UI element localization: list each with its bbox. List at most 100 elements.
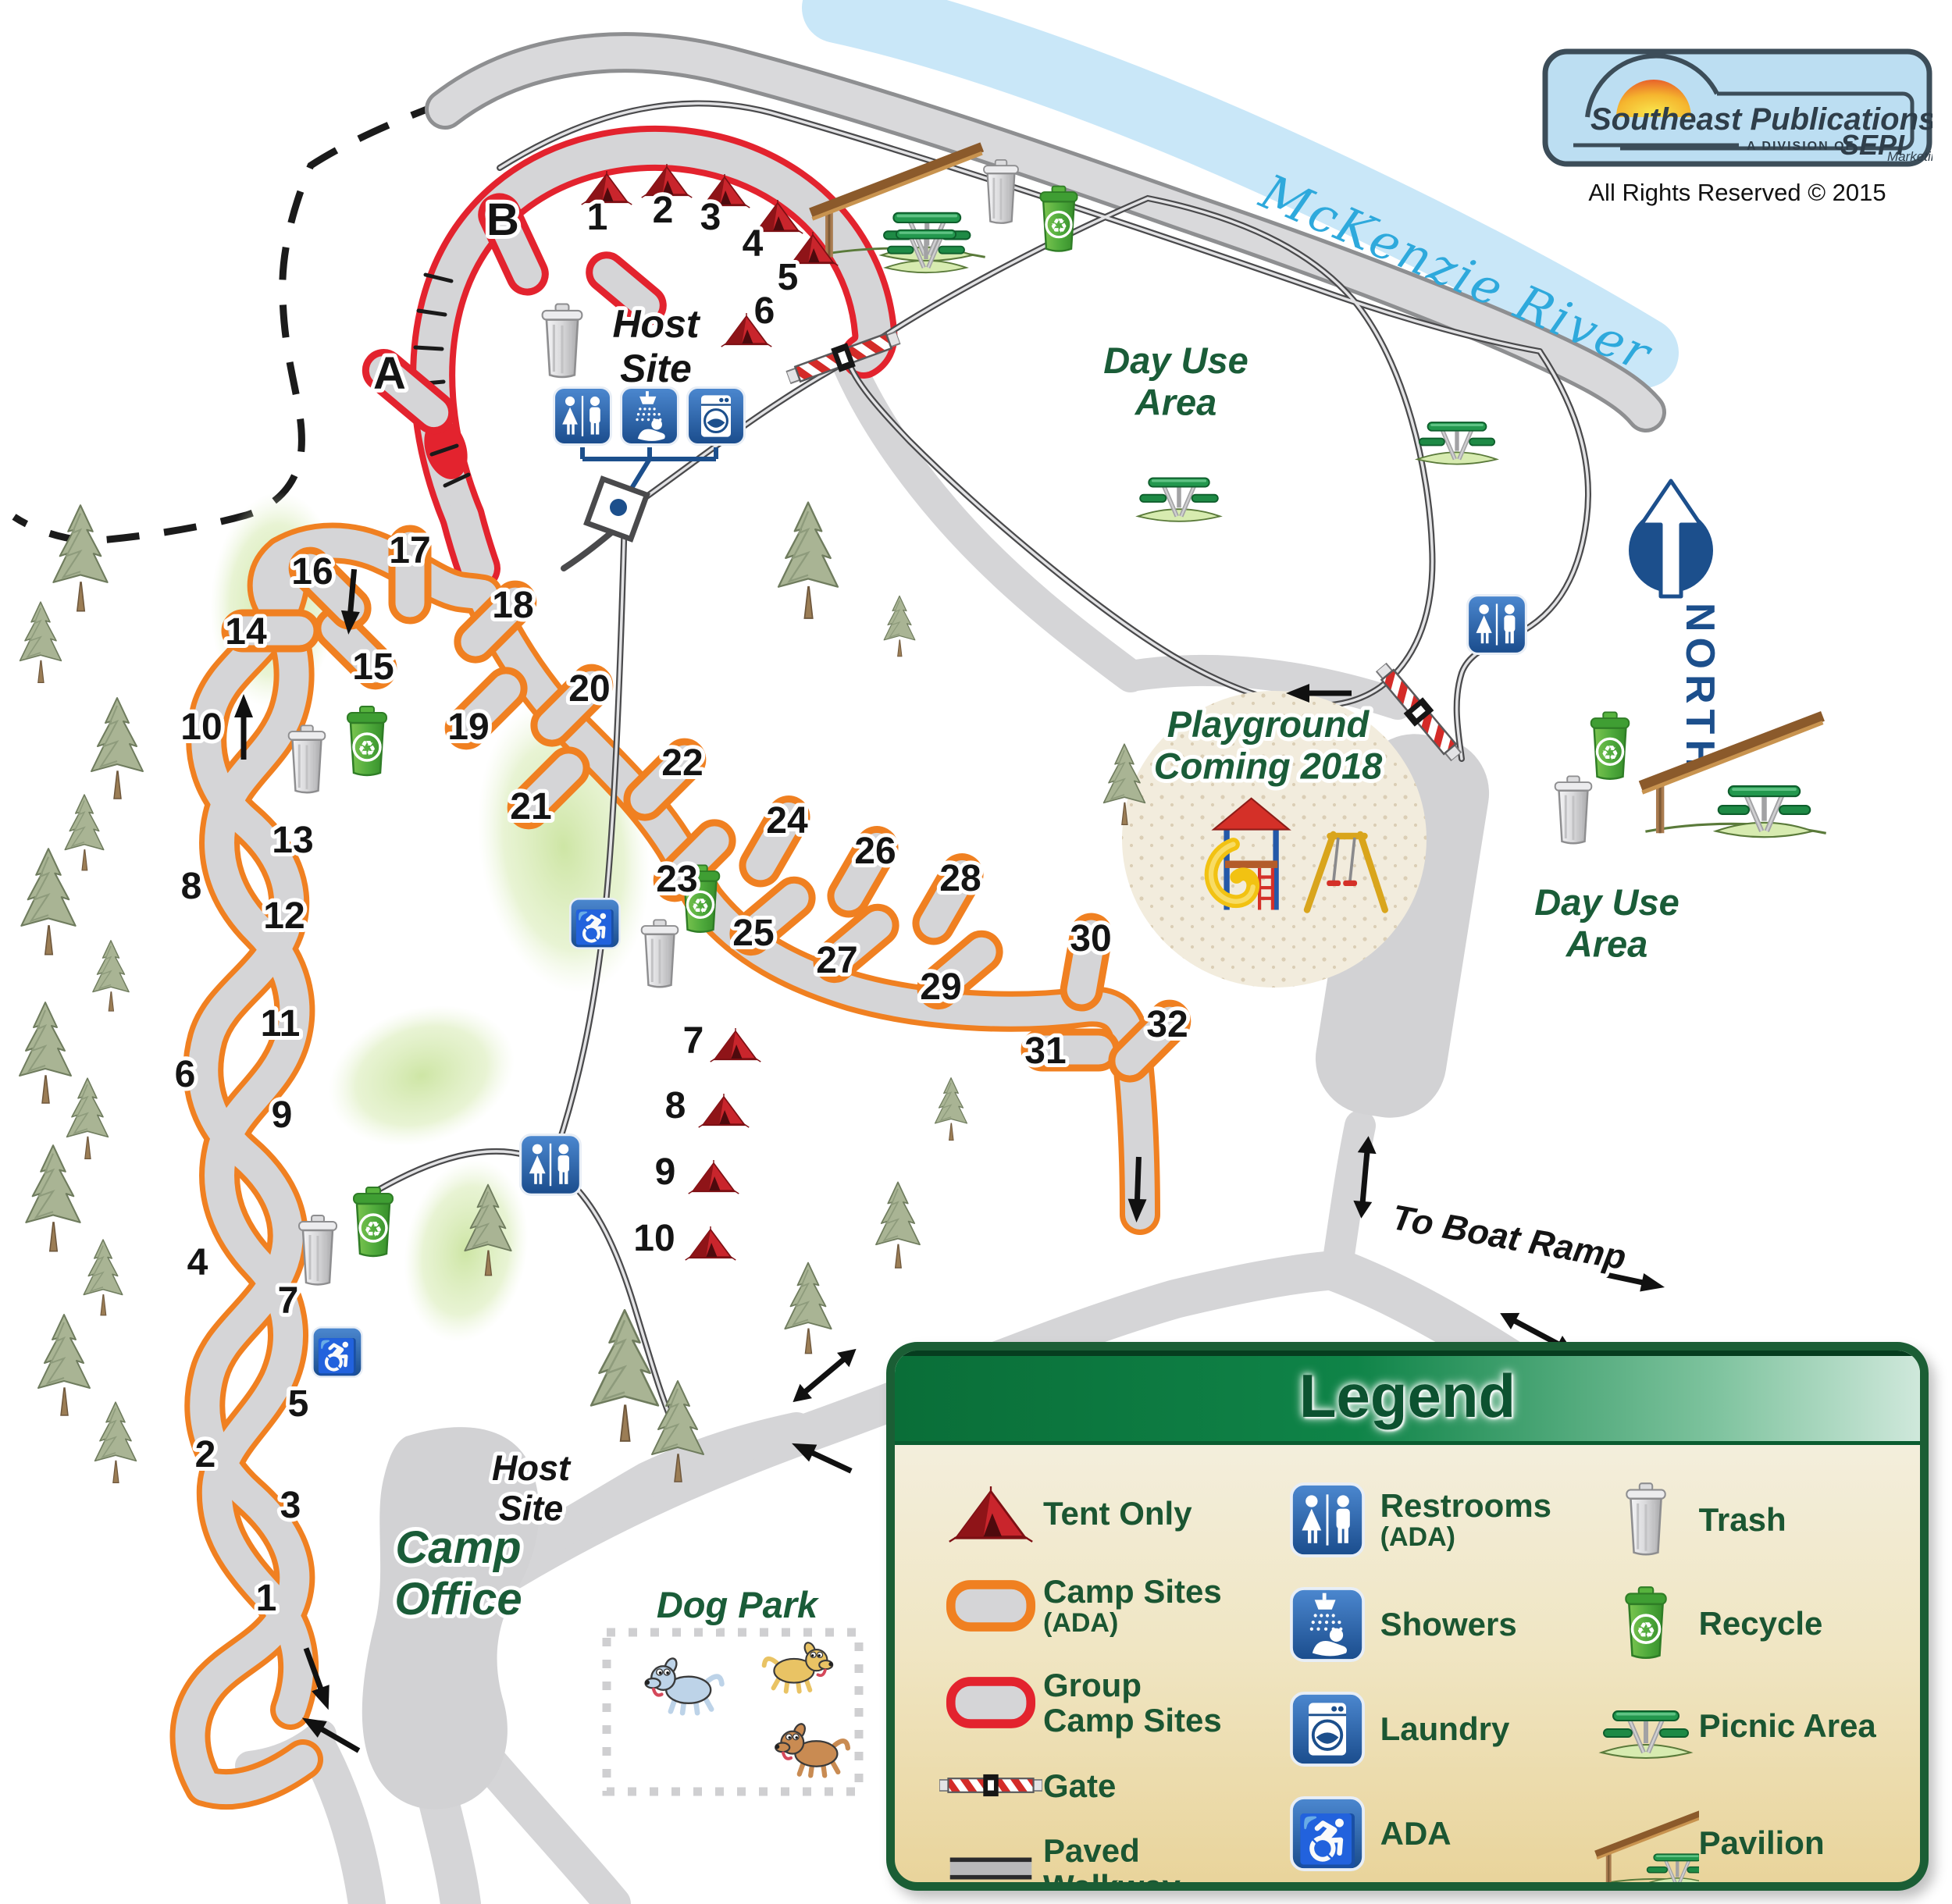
site-label-chain-13: 13 [272, 820, 313, 861]
svg-text:Dog Park: Dog Park [657, 1584, 820, 1625]
trash-icon [982, 158, 1020, 225]
site-label-road-2: 2 [653, 190, 674, 231]
svg-text:Playground: Playground [1167, 703, 1370, 745]
site-label-spur-20: 20 [568, 668, 610, 710]
legend-label: Tent Only [1043, 1494, 1192, 1532]
site-stub-17 [388, 525, 432, 625]
site-label-spur-26: 26 [854, 831, 896, 872]
legend-label: Recycle [1698, 1604, 1823, 1642]
shower-icon [1275, 1587, 1380, 1662]
trash-icon [1594, 1482, 1699, 1557]
site-label-spur-25: 25 [732, 913, 774, 954]
site-label-spur-30: 30 [1070, 918, 1111, 959]
site-label-road-3: 3 [700, 197, 721, 238]
site-label-tent-area-7: 7 [683, 1020, 704, 1062]
division-brand: SEPI [1840, 129, 1905, 161]
site-label-spur-31: 31 [1024, 1030, 1066, 1072]
picnic-table-icon [1417, 422, 1497, 464]
legend-label: Laundry [1380, 1710, 1510, 1748]
playground-equipment [1204, 797, 1388, 913]
site-label-chain-12: 12 [263, 895, 305, 937]
gate-icon [938, 1774, 1043, 1798]
legend-item-ada: ADA [1275, 1796, 1594, 1871]
north-label: NORTH [1677, 603, 1722, 774]
site-label-chain-7: 7 [278, 1280, 299, 1322]
trash-icon [287, 724, 326, 794]
legend-item-tent-only: Tent Only [938, 1482, 1275, 1544]
restroom-icon [519, 1134, 582, 1196]
legend-item-recycle: Recycle [1594, 1586, 1904, 1660]
picnic-icon [1594, 1690, 1699, 1762]
legend-item-camp-sites: Camp Sites(ADA) [938, 1574, 1275, 1638]
svg-text:Coming 2018: Coming 2018 [1154, 746, 1383, 787]
site-label-tent-area-8: 8 [665, 1085, 686, 1126]
site-label-spur-19: 19 [447, 706, 489, 748]
svg-text:Host: Host [612, 302, 700, 346]
river [802, 0, 1679, 388]
legend-item-picnic-area: Picnic Area [1594, 1690, 1904, 1762]
site-stubs [221, 193, 1192, 1083]
ada-icon [569, 898, 621, 949]
label-dog-park: Dog Park [653, 1580, 824, 1629]
site-label-chain-2: 2 [195, 1434, 216, 1475]
site-label-chain-1: 1 [256, 1578, 277, 1619]
site-label-spur-21: 21 [510, 786, 551, 827]
site-stub-B [478, 193, 549, 296]
site-stub-15 [314, 607, 397, 690]
legend-title: Legend [1298, 1361, 1516, 1430]
brand-name: Southeast Publications [1590, 102, 1932, 137]
site-stub-20 [530, 664, 614, 747]
paved-walkways [370, 100, 1591, 1438]
trash-icon [541, 303, 583, 379]
division-prefix: A DIVISION OF [1747, 140, 1854, 153]
restroom-icon [1466, 594, 1527, 655]
legend-item-restrooms: Restrooms(ADA) [1275, 1482, 1594, 1557]
site-label-spur-18: 18 [492, 585, 533, 626]
site-stub-19 [444, 667, 528, 750]
site-stub-25 [729, 876, 816, 956]
publisher-logo-art: Southeast Publications A DIVISION OF SEP… [1542, 48, 1946, 167]
svg-text:Site: Site [499, 1488, 564, 1528]
site-label-spur-27: 27 [816, 940, 857, 981]
host-utilities-callout [580, 447, 718, 543]
site-label-spur-16: 16 [291, 551, 333, 593]
site-label-road-1: 1 [587, 197, 608, 238]
site-label-chain-5: 5 [288, 1383, 309, 1425]
picnic-table-icon [885, 230, 966, 272]
site-label-spur-22: 22 [661, 742, 703, 784]
legend-item-laundry: Laundry [1275, 1692, 1594, 1767]
site-label-road-4: 4 [743, 223, 764, 265]
publisher-logo: Southeast Publications A DIVISION OF SEP… [1542, 48, 1946, 207]
site-label-spur-14: 14 [225, 611, 267, 653]
site-stub-24 [739, 795, 810, 888]
site-label-chain-3: 3 [280, 1485, 301, 1526]
north-arrow: NORTH [1629, 479, 1722, 774]
site-stub-26 [827, 826, 899, 918]
site-stub-32 [1108, 999, 1192, 1083]
site-stub-28 [912, 853, 984, 945]
group-camp-loop [410, 126, 898, 591]
legend-item-trash: Trash [1594, 1482, 1904, 1557]
site-label-chain-6: 6 [175, 1054, 196, 1095]
svg-text:Site: Site [620, 347, 692, 390]
site-label-spur-15: 15 [352, 646, 394, 688]
division-brand-sub: Marketing [1887, 149, 1932, 164]
site-label-chain-9: 9 [272, 1094, 293, 1136]
pavilion-icon [1594, 1792, 1699, 1891]
legend-label: Pavilion [1698, 1824, 1825, 1861]
svg-text:Day Use: Day Use [1534, 881, 1680, 923]
trash-icon [1554, 775, 1593, 845]
site-label-road-5: 5 [778, 257, 799, 298]
